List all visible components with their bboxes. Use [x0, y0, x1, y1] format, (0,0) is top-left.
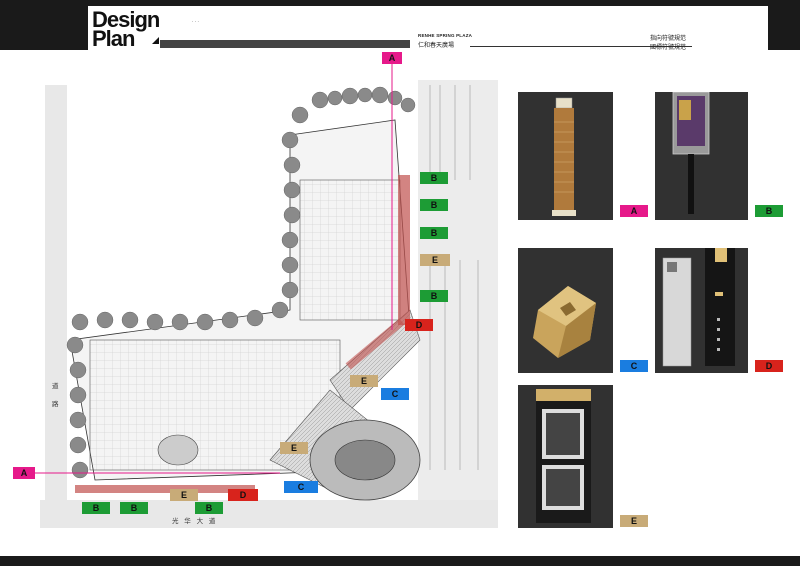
plan-tag-b[interactable]: B	[420, 199, 448, 211]
sign-d-illustration	[662, 242, 735, 367]
top-bar	[0, 0, 800, 6]
header-divider	[470, 46, 692, 47]
panel-tag-a: A	[620, 205, 648, 217]
section-marker-a-top[interactable]: A	[382, 52, 402, 64]
plan-tag-b[interactable]: B	[420, 227, 448, 239]
sign-a-illustration	[552, 97, 576, 216]
header-bar	[160, 40, 410, 48]
panel-tag-e: E	[620, 515, 648, 527]
street-label-horizontal: 光 华 大 道	[172, 518, 218, 525]
plan-tag-b[interactable]: B	[420, 290, 448, 302]
plan-tag-c[interactable]: C	[381, 388, 409, 400]
logo-triangle-icon	[152, 37, 159, 44]
sign-panel-b	[655, 66, 748, 220]
header-right-title2: 國標符號規范	[650, 45, 687, 51]
plan-tag-e[interactable]: E	[280, 442, 308, 454]
panel-tag-d: D	[755, 360, 783, 372]
paving-strips	[75, 175, 410, 493]
logo: Design Plan	[92, 7, 160, 51]
sign-panel-e	[518, 385, 613, 528]
header-right-title1: 指向符號規范	[650, 36, 687, 42]
street-label-vertical-2: 路	[52, 401, 59, 408]
logo-line2: Plan	[92, 26, 135, 51]
plan-tag-e[interactable]: E	[170, 489, 198, 501]
sign-panel-d	[655, 242, 748, 373]
project-name-en: RENHE SPRING PLAZA	[418, 33, 473, 38]
plan-tag-e[interactable]: E	[420, 254, 450, 266]
road-south	[40, 500, 498, 528]
plan-tag-b[interactable]: B	[420, 172, 448, 184]
sign-c-illustration	[533, 286, 596, 358]
panel-tag-c: C	[620, 360, 648, 372]
panel-tag-b: B	[755, 205, 783, 217]
header-left-block	[0, 6, 88, 50]
building-north-wing	[299, 179, 401, 321]
project-name-cn: 仁和春天廣場	[418, 43, 455, 49]
sign-e-illustration	[536, 389, 591, 523]
sign-panel-a	[518, 92, 613, 220]
plaza-center	[334, 439, 396, 481]
plan-tag-b[interactable]: B	[82, 502, 110, 514]
plan-tag-d[interactable]: D	[228, 489, 258, 501]
plan-tag-b[interactable]: B	[195, 502, 223, 514]
bottom-bar	[0, 556, 800, 566]
fountain	[157, 434, 199, 466]
header-right-block	[768, 6, 800, 50]
plan-tag-d[interactable]: D	[405, 319, 433, 331]
sign-panel-c	[518, 248, 613, 373]
road-west	[45, 85, 67, 525]
sign-b-illustration	[672, 66, 710, 214]
logo-line1: Design	[92, 7, 160, 32]
header-dots: . . .	[192, 18, 199, 24]
plan-tag-e[interactable]: E	[350, 375, 378, 387]
street-label-vertical-1: 道	[52, 383, 59, 390]
plan-tag-b[interactable]: B	[120, 502, 148, 514]
section-marker-a-left[interactable]: A	[13, 467, 35, 479]
plan-tag-c[interactable]: C	[284, 481, 318, 493]
